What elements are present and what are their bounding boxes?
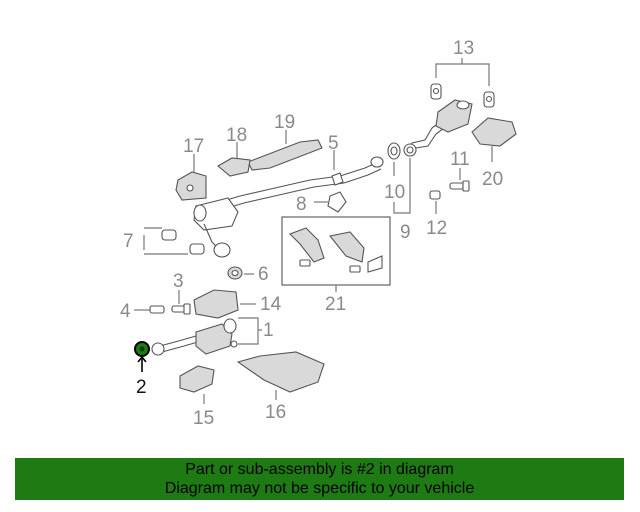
callout-19: 19 <box>274 112 295 133</box>
callout-11: 11 <box>450 149 470 170</box>
callout-9: 9 <box>400 222 411 243</box>
banner-line-2: Diagram may not be specific to your vehi… <box>164 480 475 497</box>
callout-5: 5 <box>328 133 339 154</box>
part-bracket-17 <box>175 171 207 201</box>
callout-2[interactable]: 2 <box>136 377 147 398</box>
callout-21: 21 <box>325 294 346 315</box>
callout-4: 4 <box>120 301 131 322</box>
part-gasket-2-highlighted[interactable] <box>134 341 150 357</box>
part-bolt-3 <box>171 303 191 315</box>
part-info-banner: Part or sub-assembly is #2 in diagram Di… <box>15 458 624 500</box>
part-center-pipe-5 <box>193 156 384 231</box>
part-rear-muffler <box>407 99 473 157</box>
callout-1: 1 <box>263 320 274 341</box>
part-gasket-9 <box>403 143 417 157</box>
callout-18: 18 <box>226 125 247 146</box>
part-heat-shield-15 <box>179 365 215 393</box>
part-heat-shield-19 <box>247 139 323 171</box>
callout-6: 6 <box>258 264 269 285</box>
part-heat-shield-20 <box>471 117 517 147</box>
part-heat-shield-18 <box>217 157 251 177</box>
part-hanger-7-upper <box>161 229 177 241</box>
callout-14: 14 <box>260 294 282 315</box>
part-hanger-13-right <box>483 91 495 108</box>
callout-8: 8 <box>296 194 307 215</box>
callout-17: 17 <box>183 136 204 157</box>
callout-15: 15 <box>193 408 214 429</box>
callout-3: 3 <box>173 271 184 292</box>
part-hanger-8 <box>327 191 347 213</box>
part-gasket-10 <box>387 142 401 160</box>
part-converter-1 <box>151 318 238 356</box>
callout-13: 13 <box>453 38 474 59</box>
part-heat-shield-14 <box>193 289 239 319</box>
callout-10: 10 <box>384 182 405 203</box>
part-kit-21 <box>281 216 391 286</box>
callout-16: 16 <box>265 402 286 423</box>
callout-7: 7 <box>123 231 134 252</box>
part-heat-shield-16 <box>236 351 325 393</box>
part-front-flex-pipe <box>203 223 231 258</box>
part-pin-12 <box>429 190 441 200</box>
part-stud-4 <box>149 305 165 314</box>
part-hanger-7-lower <box>189 243 205 255</box>
part-bolt-11 <box>449 180 470 192</box>
exhaust-parts-diagram: 13 20 11 12 10 9 5 19 <box>120 38 517 429</box>
callout-20: 20 <box>482 169 503 190</box>
part-hanger-13-left <box>430 83 442 100</box>
part-gasket-6 <box>227 266 243 280</box>
callout-12: 12 <box>426 218 447 239</box>
banner-line-1: Part or sub-assembly is #2 in diagram <box>185 461 454 478</box>
